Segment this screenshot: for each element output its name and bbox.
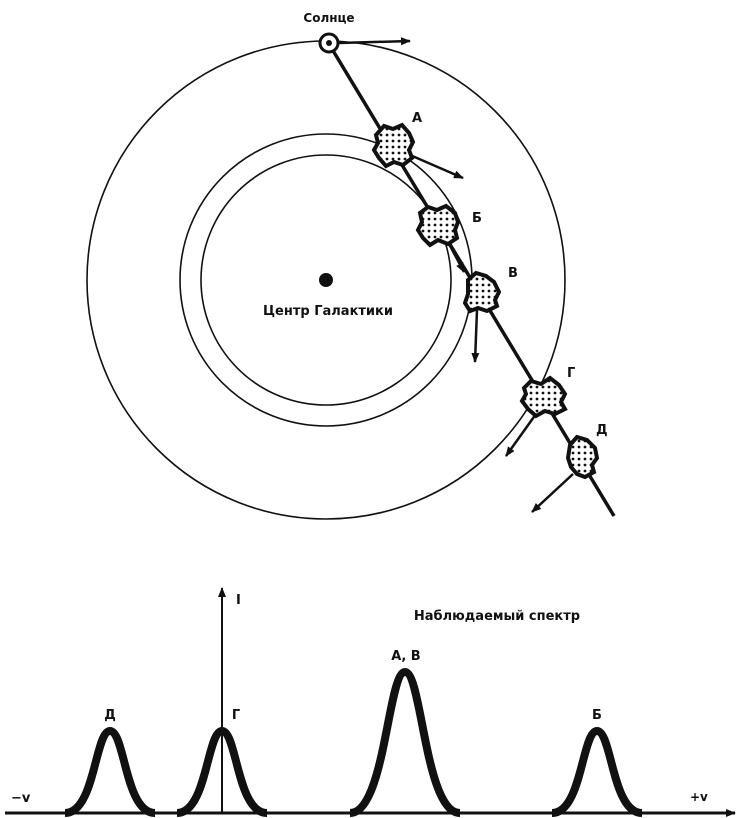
sun-velocity-arrow (338, 37, 411, 46)
peak-g-label: Г (232, 708, 240, 723)
cloud-g-label: Г (567, 366, 575, 381)
cloud-d-icon (565, 434, 600, 480)
peak-b-line (551, 726, 643, 817)
y-axis-label: I (236, 593, 241, 608)
galactic-center-label: Центр Галактики (263, 304, 393, 319)
cloud-g-velocity-arrow (504, 413, 538, 457)
sun-icon (318, 32, 340, 54)
cloud-g-icon (519, 375, 568, 419)
cloud-b-icon (415, 203, 461, 248)
x-neg-label: −v (11, 791, 31, 806)
x-pos-label: +v (690, 790, 708, 804)
sun-label: Солнце (303, 11, 354, 25)
cloud-a-label: А (412, 111, 422, 126)
peak-d-line (64, 726, 156, 817)
cloud-v-velocity-arrow (471, 309, 480, 363)
galactic-center-dot (319, 273, 333, 287)
peak-av-label: А, В (391, 649, 420, 664)
cloud-d-velocity-arrow (531, 473, 574, 513)
cloud-b-label: Б (472, 211, 482, 226)
spectrum-title: Наблюдаемый спектр (414, 609, 580, 624)
orbit-panel: Солнце Центр Галактики А Б В Г Д (86, 11, 616, 520)
cloud-v-icon (462, 270, 502, 314)
cloud-b-velocity-arrow (446, 241, 466, 273)
spectrum-panel: Наблюдаемый спектр I −v +v Д Г А, В Б (5, 587, 736, 817)
cloud-a-velocity-arrow (409, 153, 464, 180)
cloud-d-label: Д (596, 423, 608, 438)
cloud-a-icon (371, 122, 416, 169)
peak-d-label: Д (104, 708, 116, 723)
cloud-v-label: В (508, 266, 518, 281)
inner-orbit-circle (200, 154, 452, 406)
peak-b-label: Б (592, 708, 602, 723)
peak-g-line (176, 726, 268, 817)
peak-av-line (348, 667, 462, 817)
